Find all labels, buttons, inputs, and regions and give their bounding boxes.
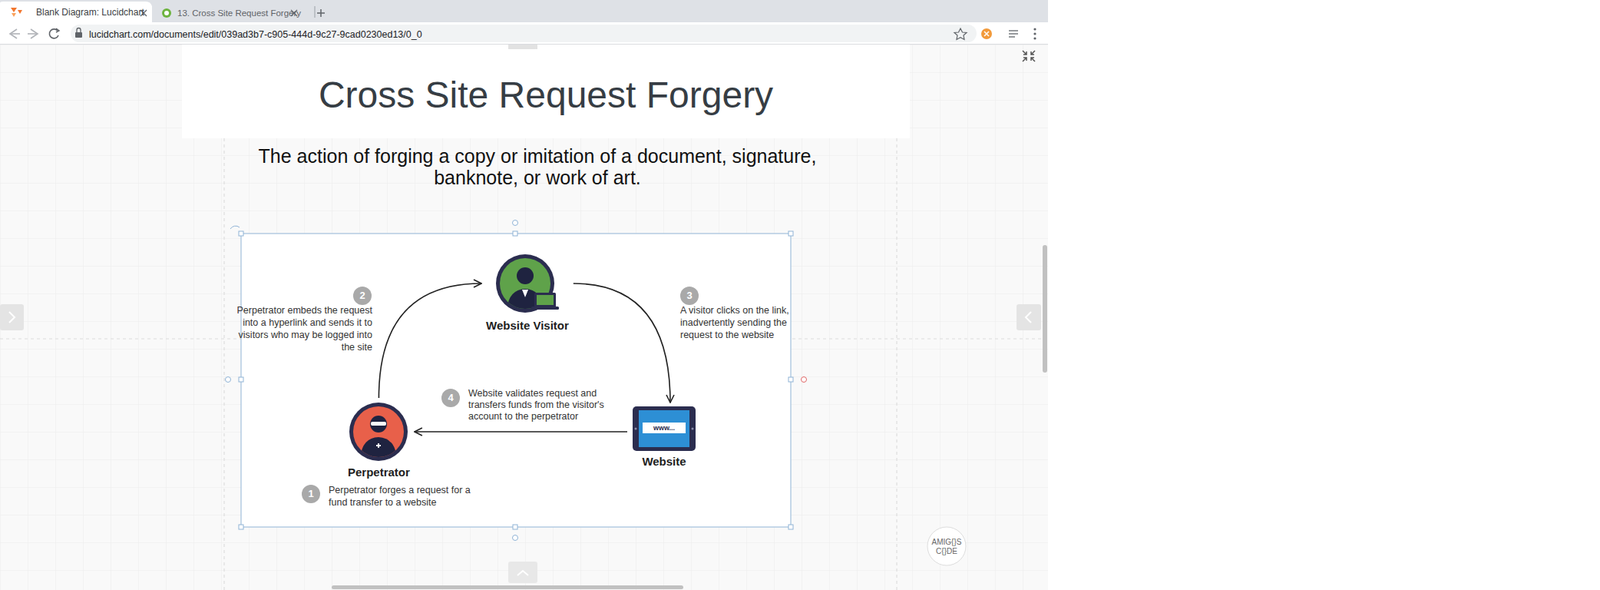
- guide-line: [224, 138, 225, 590]
- label-wrap: lucidchart.com/documents/edit/039ad3b7-c…: [89, 28, 423, 41]
- label-wrap: Perpetrator forges a request for a fund …: [328, 483, 481, 509]
- flow-arrow: [414, 430, 628, 433]
- slide-title: Cross Site Request Forgery: [181, 73, 910, 117]
- callout-number: 3: [680, 286, 699, 305]
- label-wrap: Website validates request and transfers …: [468, 387, 630, 423]
- spring-favicon: [164, 10, 169, 16]
- selection-handles: [225, 220, 794, 541]
- actor-icon: [492, 251, 562, 316]
- step-description: Website validates request and transfers …: [468, 387, 630, 423]
- top-handle-tab: [508, 44, 538, 50]
- toolbar-border: [0, 43, 1048, 45]
- menu-icon: [1033, 27, 1036, 40]
- step-description: Perpetrator embeds the request into a hy…: [230, 304, 373, 354]
- actor-icon: [347, 400, 410, 463]
- callout-number: 1: [301, 484, 321, 503]
- step-description: Perpetrator forges a request for a fund …: [328, 483, 481, 509]
- tab-title: Blank Diagram: Lucidchart: [36, 6, 145, 19]
- horizontal-scrollbar: [331, 585, 684, 589]
- vertical-scrollbar: [1042, 244, 1048, 373]
- flow-arrow: [378, 283, 482, 398]
- prev-page-button: [9, 311, 15, 323]
- nav-icons: [9, 29, 38, 39]
- actor-node: Perpetrator: [344, 399, 414, 481]
- active-tab: [0, 1, 153, 23]
- reload-icon: [56, 28, 60, 33]
- tab-strip: [0, 0, 1048, 23]
- watermark-text: AMIG{}S: [923, 536, 970, 547]
- callout-badge: 2: [353, 286, 372, 305]
- spring-favicon: [161, 8, 172, 18]
- bookmark-star: [954, 28, 967, 40]
- omnibox: [70, 24, 977, 43]
- watermark-text: C{}DE: [923, 545, 970, 556]
- label-wrap: Blank Diagram: Lucidchart: [36, 6, 145, 19]
- actor-label: Website Visitor: [485, 318, 569, 333]
- actor-node: www... Website: [628, 403, 700, 470]
- extension-icon: [984, 31, 989, 37]
- bottom-tray-button: [508, 561, 538, 583]
- title-wrap: Cross Site Request Forgery: [181, 73, 910, 117]
- next-page-button: [1016, 304, 1042, 331]
- actor-node: Website Visitor: [482, 249, 572, 334]
- prev-page-button: [0, 304, 24, 331]
- label-wrap: The action of forging a copy or imitatio…: [222, 145, 853, 189]
- lucid-favicon: [10, 7, 23, 17]
- title-panel: [181, 44, 910, 139]
- new-tab-icon: [317, 9, 325, 17]
- callout-number: 2: [353, 286, 372, 305]
- lock-icon: [75, 28, 83, 39]
- extension-icon: [981, 28, 992, 40]
- label-wrap: C{}DE: [923, 545, 970, 556]
- step-description: A visitor clicks on the link, inadverten…: [680, 304, 790, 341]
- actor-label: Perpetrator: [347, 465, 410, 480]
- callout-badge: 4: [441, 388, 460, 407]
- callout-number: 4: [441, 388, 460, 407]
- slide-subtitle: The action of forging a copy or imitatio…: [222, 145, 853, 189]
- image-frame: [241, 233, 791, 527]
- url-text: lucidchart.com/documents/edit/039ad3b7-c…: [89, 28, 423, 41]
- bottom-tray-button: [517, 570, 529, 576]
- canvas-grid: [0, 44, 1048, 590]
- label-wrap: A visitor clicks on the link, inadverten…: [680, 304, 790, 341]
- reload-icon: [49, 29, 59, 39]
- callout-badge: 1: [301, 484, 321, 503]
- actor-label: Website: [631, 454, 697, 469]
- callout-badge: 3: [680, 286, 699, 305]
- actor-icon: www...: [631, 405, 697, 452]
- label-wrap: Perpetrator embeds the request into a hy…: [230, 304, 373, 354]
- connection-handle: [801, 376, 807, 383]
- toolbar: [0, 22, 1048, 45]
- screen-text: www...: [642, 422, 686, 434]
- flow-arrow: [573, 283, 671, 403]
- tab-separator: [314, 6, 316, 18]
- label-wrap: AMIG{}S: [923, 536, 970, 547]
- next-page-button: [1025, 311, 1032, 323]
- label-wrap: 13. Cross Site Request Forgery: [177, 7, 301, 19]
- tab-title: 13. Cross Site Request Forgery: [177, 7, 301, 19]
- guide-line: [896, 138, 898, 590]
- exit-fullscreen-icon: [1022, 50, 1035, 62]
- media-icon: [1008, 30, 1019, 37]
